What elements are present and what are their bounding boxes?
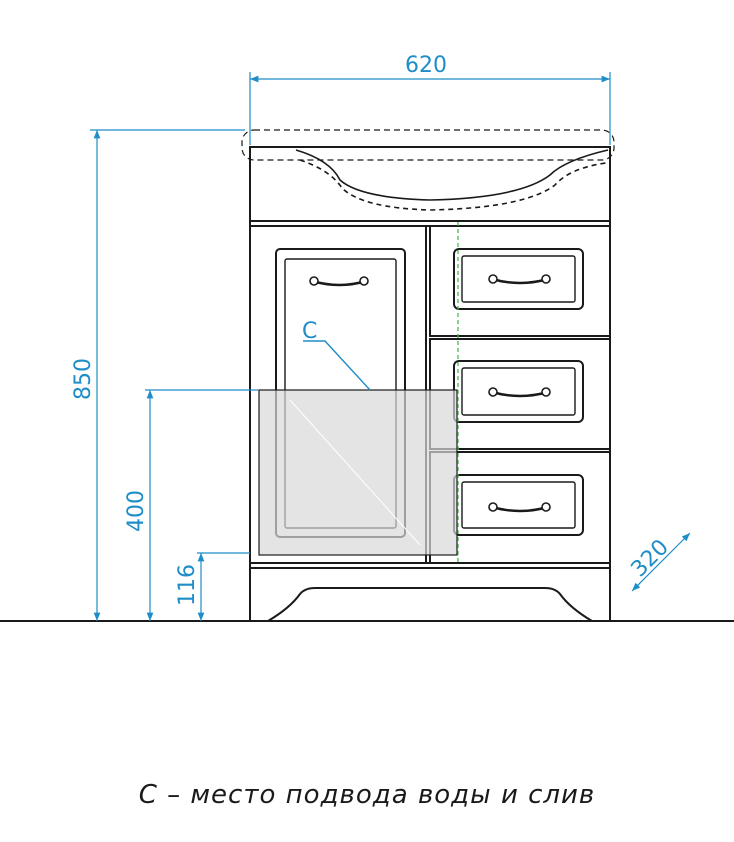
connection-zone-diagonal — [289, 399, 421, 546]
height-dimension — [90, 129, 245, 621]
drawer-top[interactable] — [429, 225, 611, 337]
connection-zone — [258, 389, 458, 556]
width-dimension — [249, 72, 611, 145]
plinth-height-label: 116 — [175, 564, 200, 606]
marker-label: C — [302, 319, 317, 344]
basin-outline — [295, 149, 609, 211]
connection-height-label: 400 — [124, 490, 149, 532]
width-label: 620 — [405, 53, 447, 78]
door-handle[interactable] — [309, 276, 369, 287]
connection-height-dimension — [145, 389, 258, 621]
depth-label: 320 — [627, 535, 674, 582]
height-label: 850 — [71, 358, 96, 400]
plinth-arch — [267, 587, 593, 622]
sink-top-dashed-outline — [241, 129, 615, 161]
depth-dimension — [631, 532, 691, 592]
marker-leader — [303, 340, 371, 391]
legend-caption: C – место подвода воды и слив — [138, 780, 596, 810]
plinth-height-dimension — [197, 552, 250, 621]
